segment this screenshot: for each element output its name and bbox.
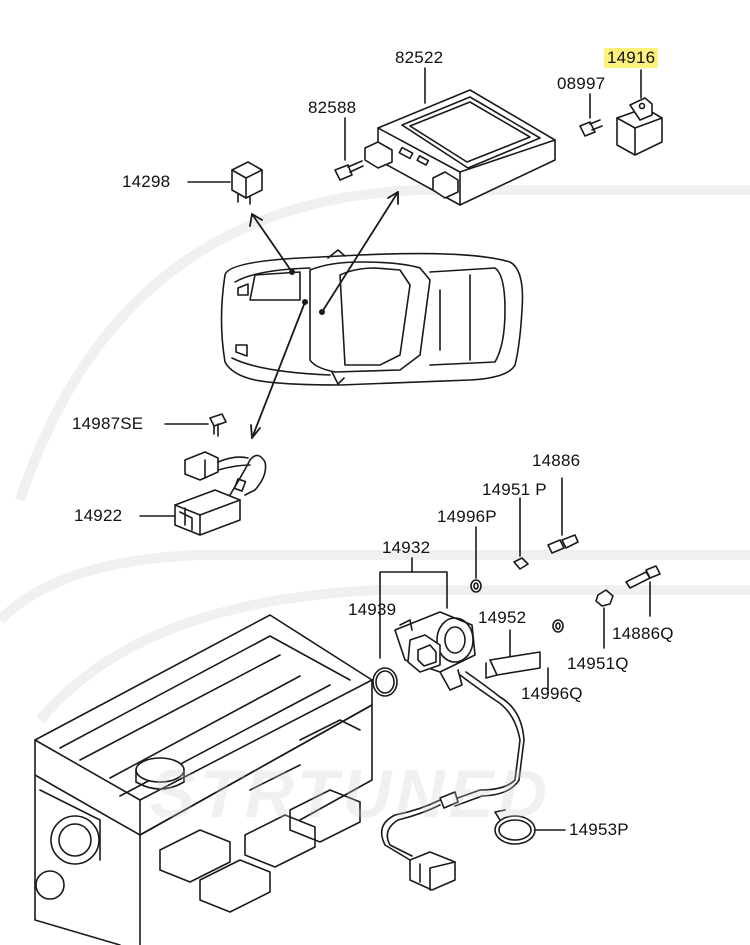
engine-cylinder-head <box>34 614 373 945</box>
label-14951q: 14951Q <box>567 654 629 673</box>
label-08997: 08997 <box>557 74 606 93</box>
relay-14916 <box>616 97 663 156</box>
label-14996q: 14996Q <box>521 684 583 703</box>
bolt-14886 <box>547 534 579 554</box>
throttle-position-sensor-14932 <box>394 611 525 781</box>
label-14932: 14932 <box>382 538 431 557</box>
label-82522: 82522 <box>395 48 444 67</box>
ecu-82522 <box>364 89 556 206</box>
label-14298: 14298 <box>122 172 171 191</box>
bolt-82588 <box>334 160 364 181</box>
watermark-logo <box>0 185 750 724</box>
washer-14996q <box>552 619 564 633</box>
bracket-14952 <box>485 651 541 679</box>
label-82588: 82588 <box>308 98 357 117</box>
label-14953p: 14953P <box>569 820 629 839</box>
knock-sensor-14922 <box>174 451 267 536</box>
sensor-harness <box>380 779 520 891</box>
label-14922: 14922 <box>74 506 123 525</box>
label-14939: 14939 <box>348 600 397 619</box>
o-ring-14939 <box>372 667 398 697</box>
screw-14987se <box>209 413 227 437</box>
relay-14298 <box>231 161 263 205</box>
label-14886q: 14886Q <box>612 624 674 643</box>
label-14916: 14916 <box>604 48 659 68</box>
bolt-14886q <box>625 565 661 589</box>
label-14987se: 14987SE <box>72 414 144 433</box>
label-14996p: 14996P <box>437 507 497 526</box>
washer-14951p <box>513 557 529 570</box>
location-arrows <box>249 191 399 439</box>
washer-14996p <box>470 579 482 593</box>
nut-14951q <box>595 589 614 607</box>
label-14951p: 14951 P <box>482 480 547 499</box>
bolt-08997 <box>579 119 603 137</box>
watermark-text: STRTUNED <box>150 756 551 832</box>
vehicle-outline <box>220 249 524 386</box>
label-14886: 14886 <box>532 451 581 470</box>
bracket-14932 <box>379 557 448 659</box>
label-14952: 14952 <box>478 608 527 627</box>
